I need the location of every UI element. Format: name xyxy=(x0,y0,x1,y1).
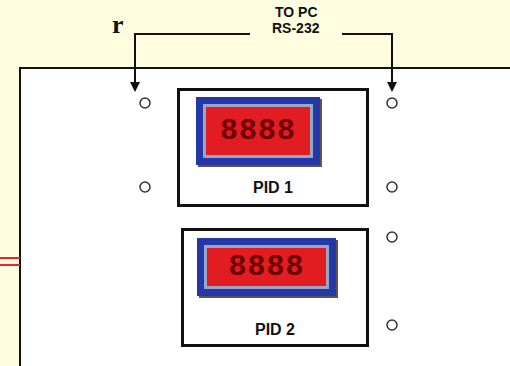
port-label: RS-232 xyxy=(272,20,319,36)
red-wire xyxy=(0,264,20,266)
terminal xyxy=(387,320,397,330)
display-digits: 8888 xyxy=(228,250,304,284)
terminal xyxy=(387,232,397,242)
terminal xyxy=(140,98,150,108)
pid-controller-box: PID 2 8888 xyxy=(181,228,369,347)
cropped-title-letter: r xyxy=(112,10,124,40)
led-display: 8888 xyxy=(196,97,320,165)
rs232-bracket xyxy=(135,34,392,84)
controller-label: PID 1 xyxy=(180,179,366,197)
terminal xyxy=(140,182,150,192)
display-digits: 8888 xyxy=(220,114,296,148)
pid-controller-box: PID 1 8888 xyxy=(177,88,369,207)
arrow-head xyxy=(130,82,140,92)
terminal xyxy=(387,182,397,192)
arrow-head xyxy=(387,82,397,92)
led-display: 8888 xyxy=(197,238,336,296)
controller-label: PID 2 xyxy=(184,321,366,339)
controller-panel xyxy=(20,68,510,366)
red-wire xyxy=(0,257,20,259)
port-label: TO PC xyxy=(275,4,318,20)
terminal xyxy=(387,98,397,108)
